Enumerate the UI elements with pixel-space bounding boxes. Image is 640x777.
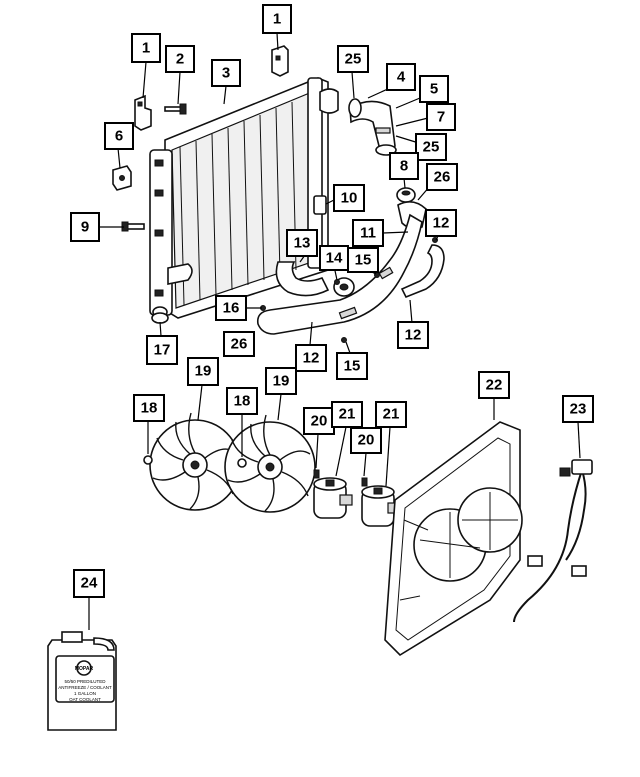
callout: 15 xyxy=(336,352,368,380)
pressure-cap xyxy=(396,187,416,203)
drain-bolt xyxy=(121,221,145,232)
fan-motor-left xyxy=(313,477,353,519)
callout: 9 xyxy=(70,212,100,242)
fan-blade-right xyxy=(224,414,316,513)
jug-line-2: ANTIFREEZE / COOLANT xyxy=(58,685,112,690)
callout: 16 xyxy=(215,295,247,321)
callout: 12 xyxy=(295,344,327,372)
callout: 25 xyxy=(337,45,369,73)
callout-label: 23 xyxy=(570,401,587,418)
lower-mount-bracket xyxy=(112,165,132,191)
jug-line-1: 50/50 PREDILUTED xyxy=(64,679,106,684)
callout-label: 25 xyxy=(423,139,440,156)
callout-label: 7 xyxy=(437,109,445,126)
callout: 24 xyxy=(73,569,105,598)
callout-label: 26 xyxy=(434,169,451,186)
callout: 6 xyxy=(104,122,134,150)
callout-label: 1 xyxy=(273,11,281,28)
callout: 7 xyxy=(426,103,456,131)
callout-label: 13 xyxy=(294,235,311,252)
callout: 26 xyxy=(223,331,255,357)
callout-label: 14 xyxy=(326,250,343,267)
callout: 11 xyxy=(352,219,384,247)
callout: 14 xyxy=(319,245,349,271)
callout-label: 22 xyxy=(486,377,503,394)
jug-line-4: OAT COOLANT xyxy=(69,697,101,702)
callout: 15 xyxy=(347,247,379,273)
callout-label: 2 xyxy=(176,51,184,68)
callout-label: 5 xyxy=(430,81,438,98)
callout: 22 xyxy=(478,371,510,399)
callout-label: 9 xyxy=(81,219,89,236)
radiator xyxy=(149,77,339,319)
callout-label: 24 xyxy=(81,575,98,592)
callout-label: 19 xyxy=(195,363,212,380)
motor-screw-left xyxy=(313,469,320,479)
callout-label: 12 xyxy=(433,215,450,232)
bolt xyxy=(164,103,187,115)
callout-label: 4 xyxy=(397,69,406,86)
fan-nut-right xyxy=(237,458,247,468)
callout-label: 3 xyxy=(222,65,230,82)
callout: 10 xyxy=(333,184,365,212)
coolant-jug: MOPAR 50/50 PREDILUTED ANTIFREEZE / COOL… xyxy=(47,631,117,731)
callout-label: 12 xyxy=(303,350,320,367)
callout: 13 xyxy=(286,229,318,257)
callout-label: 8 xyxy=(400,158,408,175)
callout: 21 xyxy=(375,401,407,428)
callout-label: 19 xyxy=(273,373,290,390)
lower-hose-assembly xyxy=(256,213,445,335)
motor-screw-right xyxy=(361,477,368,487)
callout-label: 15 xyxy=(355,252,372,269)
fan-shroud xyxy=(384,421,523,657)
lower-insulator xyxy=(151,312,169,324)
callout: 12 xyxy=(397,321,429,349)
callout: 1 xyxy=(262,4,292,34)
callout-label: 16 xyxy=(223,300,240,317)
callout-label: 11 xyxy=(360,225,376,242)
callout: 2 xyxy=(165,45,195,73)
callout-label: 10 xyxy=(341,190,358,207)
callout: 18 xyxy=(226,387,258,415)
callout: 4 xyxy=(386,63,416,91)
jug-brand: MOPAR xyxy=(75,666,94,672)
wiring-harness xyxy=(513,459,593,623)
callout: 19 xyxy=(265,367,297,395)
callout: 3 xyxy=(211,59,241,87)
callout: 23 xyxy=(562,395,594,423)
callout-label: 6 xyxy=(115,128,123,145)
callout-label: 21 xyxy=(339,406,356,423)
jug-line-3: 1 GALLON xyxy=(74,691,96,696)
upper-mount-bracket-left xyxy=(134,94,152,131)
callout: 26 xyxy=(426,163,458,191)
callout: 25 xyxy=(415,133,447,161)
temperature-sensor xyxy=(313,195,327,215)
callout-label: 20 xyxy=(358,432,375,449)
callout: 17 xyxy=(146,335,178,365)
callout-label: 1 xyxy=(142,40,150,57)
callout-label: 18 xyxy=(234,393,251,410)
callout: 21 xyxy=(331,401,363,428)
callout: 20 xyxy=(350,427,382,454)
callout: 1 xyxy=(131,33,161,63)
callout-label: 18 xyxy=(141,400,158,417)
upper-mount-bracket-right xyxy=(271,45,289,77)
callout: 20 xyxy=(303,407,335,435)
callout: 5 xyxy=(419,75,449,103)
callout: 8 xyxy=(389,152,419,180)
callout-label: 12 xyxy=(405,327,422,344)
callout: 19 xyxy=(187,357,219,386)
callout-label: 21 xyxy=(383,406,400,423)
callout-label: 17 xyxy=(154,342,171,359)
callout-label: 20 xyxy=(311,413,328,430)
callout-label: 15 xyxy=(344,358,361,375)
fan-nut-left xyxy=(143,455,153,465)
callout-label: 26 xyxy=(231,336,248,353)
callout: 18 xyxy=(133,394,165,422)
callout: 12 xyxy=(425,209,457,237)
upper-hose xyxy=(348,98,397,156)
callout-label: 25 xyxy=(345,51,362,68)
